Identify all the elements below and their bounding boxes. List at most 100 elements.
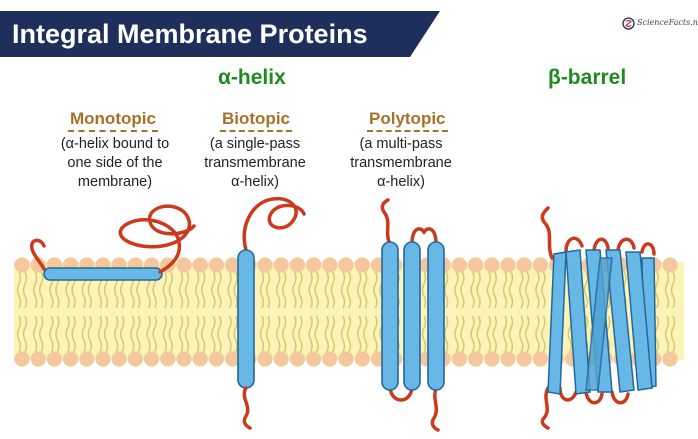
page-title: Integral Membrane Proteins (12, 19, 368, 49)
lipid-head (322, 351, 338, 367)
beta-strand (585, 257, 613, 391)
lipid-tail (502, 315, 508, 353)
lipid-tail (654, 271, 659, 309)
lipid-tail (282, 315, 287, 353)
lipid-head (468, 257, 484, 273)
monotopic-desc-line: one side of the (67, 155, 163, 171)
lipid-tail (421, 271, 427, 309)
lipid-tail (314, 315, 319, 353)
lipid-head (30, 257, 46, 273)
lipid-head (30, 351, 46, 367)
lipid-head (532, 257, 549, 273)
monotopic-helix (43, 267, 163, 281)
lipid-tail (340, 315, 346, 353)
lipid-tail (87, 315, 92, 353)
lipid-head (289, 257, 305, 273)
lipid-tail (178, 315, 184, 353)
polytopic-n-tail (380, 198, 392, 246)
lipid-tail (476, 271, 481, 309)
lipid-tails-bottom (16, 315, 676, 353)
lipid-head (338, 351, 354, 367)
lipid-head (273, 257, 289, 273)
lipid-tail (508, 315, 514, 353)
lipid-head (111, 351, 127, 367)
biotopic-bottom-tail (242, 386, 252, 430)
lipid-tail (55, 315, 60, 353)
lipid-tail (136, 315, 141, 353)
lipid-tail (282, 271, 287, 309)
lipid-tail (292, 271, 297, 309)
biotopic-desc-line: α-helix) (231, 174, 279, 190)
lipid-tail (670, 271, 676, 309)
lipid-tail (519, 271, 524, 309)
lipid-tail (97, 315, 103, 353)
lipid-tail (184, 315, 190, 353)
lipid-tail (292, 315, 297, 353)
lipid-head (500, 257, 516, 273)
lipid-tail (492, 271, 497, 309)
lipid-tail (152, 315, 157, 353)
lipid-tail (178, 271, 184, 309)
lipid-tail (508, 271, 514, 309)
lipid-tail (114, 315, 119, 353)
lipid-head (338, 257, 354, 273)
lipid-head (192, 351, 208, 367)
lipid-tail (363, 271, 368, 309)
lipid-tail (298, 271, 303, 309)
monotopic-label: Monotopic (70, 109, 156, 128)
lipid-tail (346, 315, 352, 353)
lipid-head (257, 257, 273, 273)
lipid-tail (195, 315, 200, 353)
lipid-tail (525, 271, 530, 309)
biotopic-desc-line: transmembrane (204, 155, 306, 171)
monotopic-desc-line: (α-helix bound to (60, 136, 170, 152)
lipid-tail (33, 315, 38, 353)
lipid-tail (541, 271, 546, 309)
lipid-tail (217, 271, 222, 309)
lipid-head (532, 351, 549, 367)
sciencefacts-logo-icon (622, 17, 635, 30)
lipid-tail (201, 271, 206, 309)
lipid-tail (460, 315, 465, 353)
lipid-tail (259, 315, 265, 353)
lipid-tail (460, 271, 465, 309)
lipid-tail (421, 315, 427, 353)
lipid-tail (16, 315, 22, 353)
lipid-tail (454, 271, 459, 309)
lipid-tail (324, 271, 329, 309)
lipid-tail (541, 315, 546, 353)
lipid-tail (103, 315, 109, 353)
lipid-tail (363, 315, 368, 353)
lipid-tail (492, 315, 497, 353)
lipid-head (484, 351, 500, 367)
lipid-head (322, 257, 338, 273)
lipid-tail (276, 271, 281, 309)
polytopic-helix (427, 241, 445, 391)
lipid-tail (162, 315, 167, 353)
lipid-tail (168, 315, 173, 353)
biotopic-top-loop (242, 196, 306, 252)
lipid-head (176, 257, 192, 273)
lipid-head (289, 351, 305, 367)
logo: ScienceFacts.net (622, 16, 698, 32)
biotopic-heading: Biotopic (220, 109, 292, 132)
lipid-tail (201, 315, 206, 353)
lipid-tail (346, 271, 352, 309)
polytopic-label: Polytopic (369, 109, 446, 128)
lipid-tail (373, 271, 378, 309)
lipid-tail (227, 315, 232, 353)
polytopic-bottom-loop (388, 386, 414, 402)
lipid-tail (330, 271, 335, 309)
lipid-tail (184, 271, 190, 309)
lipid-tail (535, 271, 540, 309)
lipid-head (516, 351, 532, 367)
biotopic-helix (237, 249, 255, 389)
lipid-head (662, 351, 678, 367)
lipid-head (468, 351, 484, 367)
lipid-tail (357, 315, 362, 353)
lipid-tail (39, 271, 44, 309)
lipid-head (79, 351, 95, 367)
lipid-tail (470, 271, 475, 309)
lipid-tail (298, 315, 303, 353)
